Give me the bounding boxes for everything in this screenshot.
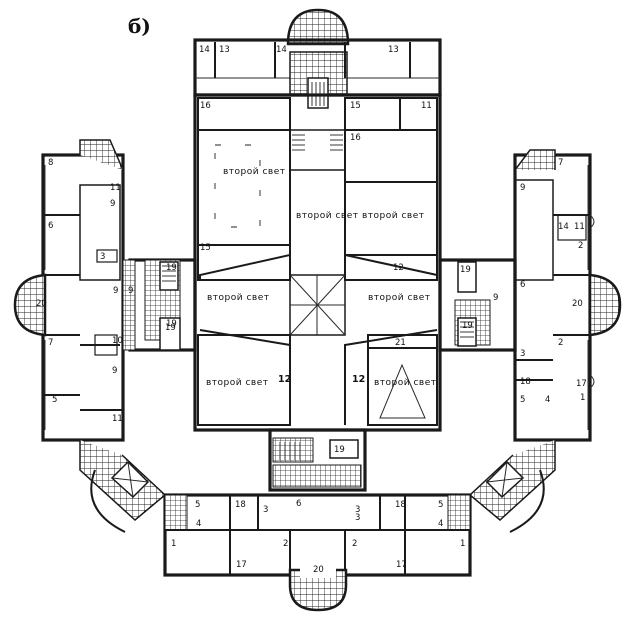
- room-number: 4: [196, 519, 201, 529]
- room-number: 15: [200, 243, 211, 253]
- room-number: 11: [110, 183, 121, 193]
- room-number: 20: [572, 299, 583, 309]
- room-number: 5: [520, 395, 525, 405]
- room-number: 1: [171, 539, 176, 549]
- central-atrium-outline: [199, 245, 438, 425]
- room-number: 11: [421, 101, 432, 111]
- room-number: 9: [493, 293, 498, 303]
- room-number: 8: [48, 158, 53, 168]
- room-number: 19: [165, 323, 176, 333]
- bottom-rotunda: [288, 568, 348, 612]
- room-number: 1: [460, 539, 465, 549]
- room-number: 10: [112, 336, 123, 346]
- room-number: 14: [276, 45, 287, 55]
- top-rotunda: [286, 8, 350, 46]
- room-number: 18: [395, 500, 406, 510]
- central-block: 16 15 второй свет 15 11 16 второй свет 1…: [193, 93, 442, 432]
- second-light-label: второй свет: [374, 378, 437, 388]
- room-number: 15: [350, 101, 361, 111]
- room-number: 17: [396, 560, 407, 570]
- room-number: 6: [48, 221, 53, 231]
- room-number: 3: [263, 505, 268, 515]
- room-number: 9: [112, 366, 117, 376]
- room-number: 13: [388, 45, 399, 55]
- room-number: 19: [462, 321, 473, 331]
- top-block: 14 13 14 13: [193, 8, 442, 109]
- room-number: 6: [520, 280, 525, 290]
- room-number: 4: [438, 519, 443, 529]
- room-number: 14: [558, 222, 569, 232]
- left-wing: 8 11 9 6 3 20 9 9 7 10 9 5 11: [13, 139, 167, 533]
- room-number: 17: [236, 560, 247, 570]
- room-number: 20: [313, 565, 324, 575]
- bottom-connector: 19: [268, 428, 367, 492]
- room-number: 9: [520, 183, 525, 193]
- right-wing: 7 9 14 11 2 6 20 2 3 18 17 5 4 1: [468, 149, 622, 533]
- connector-left: 19: [128, 258, 197, 352]
- room-number: 19: [334, 445, 345, 455]
- room-number: 16: [350, 133, 361, 143]
- bottom-wing: 5 18 3 6 3 18 5 4 4 1 2 20 2 1 17 17 3: [163, 493, 472, 612]
- figure-label: б): [128, 14, 151, 38]
- room-number: 13: [219, 45, 230, 55]
- room-number: 18: [520, 377, 531, 387]
- second-light-label: второй свет: [207, 293, 270, 303]
- second-light-label: второй свет: [223, 167, 286, 177]
- second-light-label: второй свет: [368, 293, 431, 303]
- room-number: 19: [166, 263, 177, 273]
- room-number: 5: [195, 500, 200, 510]
- room-number: 9: [113, 286, 118, 296]
- second-light-label: второй свет: [206, 378, 269, 388]
- room-number: 3: [520, 349, 525, 359]
- left-rotunda: [13, 273, 47, 337]
- room-number: 11: [112, 414, 123, 424]
- room-number: 7: [558, 158, 563, 168]
- room-number: 11: [574, 222, 585, 232]
- room-number: 9: [110, 199, 115, 209]
- room-number: 7: [48, 338, 53, 348]
- room-number: 1: [580, 393, 585, 403]
- room-number: 20: [36, 299, 47, 309]
- room-number: 2: [283, 539, 288, 549]
- room-number: 9: [128, 286, 133, 296]
- room-number: 6: [296, 499, 301, 509]
- room-number: 5: [438, 500, 443, 510]
- room-number: 2: [352, 539, 357, 549]
- room-number: 3: [355, 505, 360, 515]
- room-number: 2: [558, 338, 563, 348]
- connector-right: 19 9: [438, 258, 517, 352]
- second-light-label: второй свет: [362, 211, 425, 221]
- room-number: 21: [395, 338, 406, 348]
- room-number: 19: [460, 265, 471, 275]
- room-number: 14: [199, 45, 210, 55]
- room-number: 3: [355, 513, 360, 523]
- room-number: 5: [52, 395, 57, 405]
- room-number: 4: [545, 395, 550, 405]
- room-number: 12: [393, 263, 404, 273]
- room-number: 18: [235, 500, 246, 510]
- room-number: 16: [200, 101, 211, 111]
- room-number: 19: [166, 319, 177, 329]
- top-stair: [307, 77, 329, 109]
- room-number: 2: [578, 241, 583, 251]
- room-number: 17: [576, 379, 587, 389]
- second-light-label: второй свет: [296, 211, 359, 221]
- room-number: 12: [278, 374, 291, 385]
- room-number: 3: [100, 252, 105, 262]
- room-number: 12: [352, 374, 365, 385]
- right-rotunda: [588, 273, 622, 337]
